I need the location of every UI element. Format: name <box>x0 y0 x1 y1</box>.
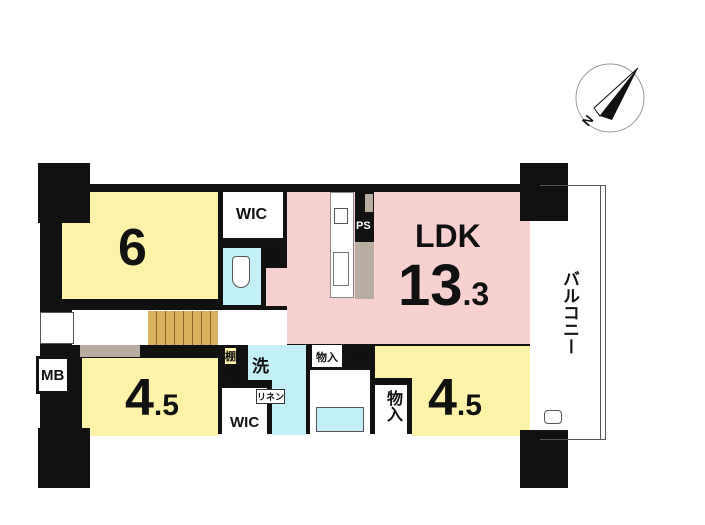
balcony <box>540 185 606 440</box>
ps-label: PS <box>225 370 240 382</box>
faucet-icon <box>544 410 562 424</box>
storage-label: 物入 <box>316 352 338 364</box>
balcony-railing <box>600 185 606 440</box>
toilet-icon <box>232 256 250 288</box>
bathtub <box>316 407 364 432</box>
room-size-right: 4.5 <box>428 368 482 428</box>
linen-label: リネン <box>256 389 286 404</box>
storage-label-2: 物入 <box>384 390 401 422</box>
column <box>520 163 568 221</box>
shelf-label: 棚 <box>225 348 236 364</box>
entrance-step <box>80 345 140 357</box>
ldk-room <box>287 192 530 344</box>
ps-label: PS <box>356 220 371 232</box>
walk-in-closet-top <box>223 192 283 238</box>
north-compass-icon <box>575 63 645 133</box>
column <box>38 428 90 488</box>
ldk-size: 13.3 <box>398 252 489 319</box>
ldk-entry <box>266 268 296 306</box>
ps-label: PS <box>352 349 367 361</box>
washroom-upper <box>248 345 276 380</box>
mb-label: MB <box>41 367 65 384</box>
western-room-4-5-right-upper <box>375 346 530 378</box>
entrance-door[interactable] <box>40 312 74 344</box>
fridge-space <box>365 194 373 212</box>
size-dec: .5 <box>456 389 482 422</box>
sink-icon <box>333 252 349 286</box>
column <box>38 163 90 223</box>
room-size-6: 6 <box>118 219 147 277</box>
ldk-label: LDK <box>415 218 481 254</box>
size-int: 4 <box>125 369 154 427</box>
wic-bottom-label: WIC <box>230 414 260 431</box>
stove-icon <box>334 208 348 224</box>
stairs <box>148 311 218 345</box>
room-size-left: 4.5 <box>125 368 179 428</box>
ldk-size-dec: .3 <box>462 276 490 312</box>
storage-closet <box>312 345 342 367</box>
size-dec: .5 <box>153 389 179 422</box>
kitchen-storage <box>355 242 374 299</box>
size-int: 4 <box>428 369 457 427</box>
wic-top-label: WIC <box>236 206 268 223</box>
balcony-label: バルコニー <box>560 270 579 355</box>
ldk-size-int: 13 <box>398 253 463 318</box>
meter-box <box>36 356 70 394</box>
western-room-4-5-left <box>82 358 218 436</box>
wash-label: 洗 <box>252 357 269 376</box>
ps-label: PS <box>264 250 279 262</box>
storage-closet-2 <box>375 385 407 435</box>
western-room-4-5-right <box>412 378 530 436</box>
